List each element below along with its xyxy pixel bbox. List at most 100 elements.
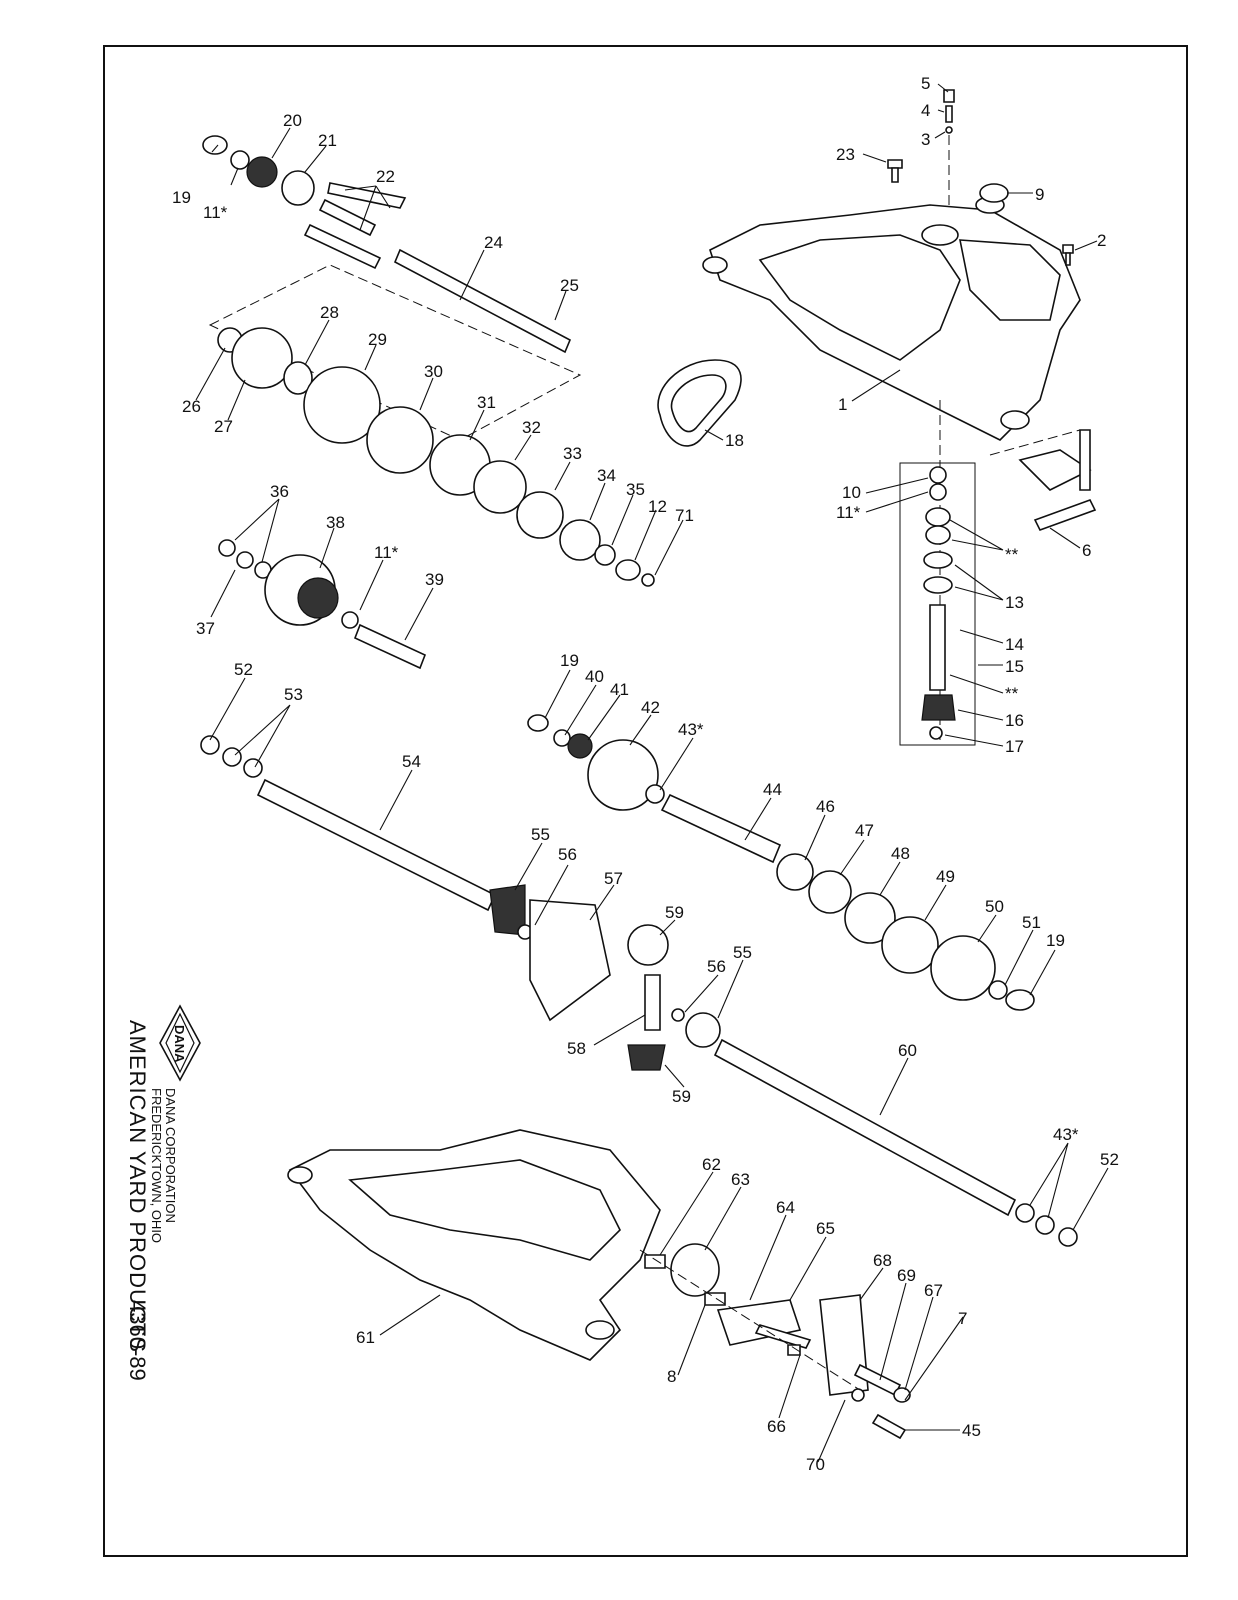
top-small-parts (887, 89, 1074, 266)
callout-62: 62 (702, 1155, 721, 1174)
callout-31: 31 (477, 393, 496, 412)
callout-19-input: 19 (172, 188, 191, 207)
callout-43-shaft60: 43* (1053, 1125, 1079, 1144)
callout-double-star-top: ** (1005, 545, 1019, 564)
callout-61: 61 (356, 1328, 375, 1347)
callout-11-shift: 11* (836, 503, 861, 522)
callout-65: 65 (816, 1219, 835, 1238)
callout-37: 37 (196, 619, 215, 638)
callout-28: 28 (320, 303, 339, 322)
callout-53: 53 (284, 685, 303, 704)
gear-stack (303, 366, 655, 587)
callout-41: 41 (610, 680, 629, 699)
callout-15: 15 (1005, 657, 1024, 676)
callout-59-bottom: 59 (672, 1087, 691, 1106)
callout-50: 50 (985, 897, 1004, 916)
callout-16: 16 (1005, 711, 1024, 730)
callout-64: 64 (776, 1198, 795, 1217)
callout-8: 8 (667, 1367, 676, 1386)
callout-17: 17 (1005, 737, 1024, 756)
leader-lines (195, 83, 1109, 1463)
callout-9: 9 (1035, 185, 1044, 204)
callout-4: 4 (921, 101, 930, 120)
callout-34: 34 (597, 466, 616, 485)
callout-48: 48 (891, 844, 910, 863)
callout-35: 35 (626, 480, 645, 499)
callout-56-right: 56 (707, 957, 726, 976)
dana-logo: DANA (159, 1004, 201, 1082)
callout-52-shaft54: 52 (234, 660, 253, 679)
callout-46: 46 (816, 797, 835, 816)
drive-chain (657, 359, 742, 447)
callout-5: 5 (921, 74, 930, 93)
callout-59-top: 59 (665, 903, 684, 922)
drawing-border (103, 45, 1188, 1557)
document-number: 4360-89 (125, 1300, 150, 1381)
company-location: FREDERICKTOWN, OHIO (149, 1088, 164, 1243)
callout-54: 54 (402, 752, 421, 771)
callout-58: 58 (567, 1039, 586, 1058)
callout-55-right: 55 (733, 943, 752, 962)
input-shaft-assembly (202, 135, 582, 441)
callout-29: 29 (368, 330, 387, 349)
shaft-60 (713, 1038, 1078, 1247)
callout-42: 42 (641, 698, 660, 717)
callout-20: 20 (283, 111, 302, 130)
callout-55-left: 55 (531, 825, 550, 844)
callout-22: 22 (376, 167, 395, 186)
callout-11-input: 11* (203, 203, 228, 222)
shaft-54-and-differential (200, 735, 721, 1071)
callout-67: 67 (924, 1281, 943, 1300)
brake-assembly (639, 1243, 911, 1440)
callout-11-cluster: 11* (374, 543, 399, 562)
callout-2: 2 (1097, 231, 1106, 250)
company-block: AMERICAN YARD PRODUCTS DANA CORPORATION … (125, 1020, 178, 1381)
callout-66: 66 (767, 1417, 786, 1436)
callout-33: 33 (563, 444, 582, 463)
lower-housing (287, 1129, 661, 1361)
callout-68: 68 (873, 1251, 892, 1270)
upper-housing (702, 196, 1081, 441)
callout-26: 26 (182, 397, 201, 416)
callout-60: 60 (898, 1041, 917, 1060)
callout-57: 57 (604, 869, 623, 888)
callout-69: 69 (897, 1266, 916, 1285)
callout-10: 10 (842, 483, 861, 502)
callout-3: 3 (921, 130, 930, 149)
callout-1: 1 (838, 395, 847, 414)
callout-23: 23 (836, 145, 855, 164)
callout-70: 70 (806, 1455, 825, 1474)
callout-27: 27 (214, 417, 233, 436)
callout-49: 49 (936, 867, 955, 886)
callout-21: 21 (318, 131, 337, 150)
callout-51: 51 (1022, 913, 1041, 932)
callout-45: 45 (962, 1421, 981, 1440)
callout-39: 39 (425, 570, 444, 589)
callout-43-shaft44: 43* (678, 720, 704, 739)
callout-25: 25 (560, 276, 579, 295)
company-name: AMERICAN YARD PRODUCTS (125, 1020, 150, 1353)
callout-47: 47 (855, 821, 874, 840)
callout-44: 44 (763, 780, 782, 799)
callout-71: 71 (675, 506, 694, 525)
callout-labels: 1 2 3 4 5 6 7 8 9 10 11* 11* 11* 12 13 1… (172, 74, 1119, 1474)
callout-30: 30 (424, 362, 443, 381)
cluster-gear (218, 539, 427, 670)
callout-18: 18 (725, 431, 744, 450)
callout-19-end: 19 (1046, 931, 1065, 950)
callout-double-star-bottom: ** (1005, 684, 1019, 703)
callout-14: 14 (1005, 635, 1024, 654)
callout-38: 38 (326, 513, 345, 532)
callout-40: 40 (585, 667, 604, 686)
callout-52-shaft60: 52 (1100, 1150, 1119, 1169)
company-division: DANA CORPORATION (163, 1088, 178, 1223)
callout-6: 6 (1082, 541, 1091, 560)
logo-text: DANA (172, 1025, 187, 1063)
callout-36: 36 (270, 482, 289, 501)
callout-13: 13 (1005, 593, 1024, 612)
callout-32: 32 (522, 418, 541, 437)
shaft-44-assembly (527, 714, 1035, 1011)
callout-56-left: 56 (558, 845, 577, 864)
callout-19-shaft44: 19 (560, 651, 579, 670)
